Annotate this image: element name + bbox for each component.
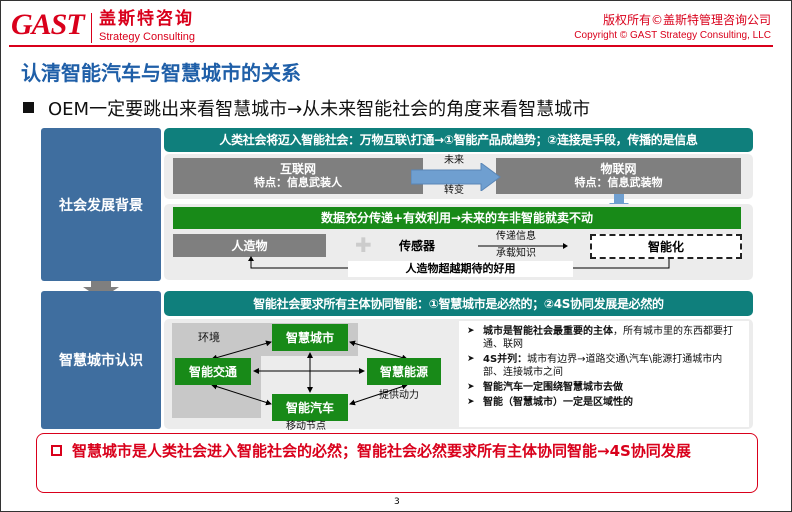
data-utilization-bar: 数据充分传递+有效利用→未来的车非智能就卖不动	[173, 207, 741, 229]
list-item: 4S并列：城市有边界→道路交通\汽车\能源打通城市内部、连接城市之间	[467, 353, 741, 379]
logo-divider	[91, 13, 92, 43]
feedback-label: 人造物超越期待的好用	[348, 261, 573, 277]
iot-box: 物联网特点：信息武装物	[496, 158, 741, 194]
page-number: 3	[394, 497, 400, 507]
brand-name-cn: 盖斯特咨询	[99, 9, 194, 29]
list-item: 智能汽车一定围绕智慧城市去做	[467, 381, 741, 394]
node-smart-city: 智慧城市	[272, 324, 348, 351]
insight-list: 城市是智能社会最重要的主体，所有城市里的东西都要打通、联网 4S并列：城市有边界…	[459, 321, 749, 427]
right-arrow-icon	[411, 163, 501, 191]
conclusion-box: 智慧城市是人类社会进入智能社会的必然；智能社会必然要求所有主体协同智能→4S协同…	[36, 433, 758, 493]
header-divider	[9, 45, 773, 47]
bullet-text: OEM一定要跳出来看智慧城市→从未来智能社会的角度来看智慧城市	[48, 99, 591, 120]
transfer-info-label: 传递信息	[496, 231, 536, 242]
down-arrow-blue-icon	[609, 194, 629, 213]
section1-header: 人类社会将迈入智能社会：万物互联\打通→①智能产品成趋势；②连接是手段，传播的是…	[164, 128, 753, 152]
node-smart-car: 智能汽车	[272, 394, 348, 421]
artifact-box: 人造物	[173, 234, 326, 257]
plus-icon: ✚	[355, 233, 372, 257]
copyright-cn: 版权所有©盖斯特管理咨询公司	[602, 13, 771, 27]
intelligence-box: 智能化	[590, 234, 742, 259]
sensor-label: 传感器	[399, 239, 436, 253]
gast-logo: GAST	[11, 8, 85, 41]
bullet-square-icon	[51, 445, 62, 456]
internet-box: 互联网特点：信息武装人	[173, 158, 423, 194]
list-item: 智能（智慧城市）一定是区域性的	[467, 396, 741, 409]
side-label-background: 社会发展背景	[41, 128, 161, 281]
section2-header: 智能社会要求所有主体协同智能：①智慧城市是必然的；②4S协同发展是必然的	[164, 291, 753, 316]
arrow-label-future: 未来	[444, 155, 464, 166]
down-arrow-icon	[83, 281, 119, 299]
conclusion-text: 智慧城市是人类社会进入智能社会的必然；智能社会必然要求所有主体协同智能→4S协同…	[72, 442, 691, 460]
list-item: 城市是智能社会最重要的主体，所有城市里的东西都要打通、联网	[467, 325, 741, 351]
side-label-smart-city: 智慧城市认识	[41, 291, 161, 429]
bullet-square-icon	[23, 102, 34, 113]
copyright-en: Copyright © GAST Strategy Consulting, LL…	[574, 30, 771, 41]
carry-knowledge-label: 承载知识	[496, 248, 536, 259]
node-smart-energy: 智慧能源	[367, 358, 441, 385]
slide-title: 认清智能汽车与智慧城市的关系	[21, 61, 301, 85]
diagram-connectors	[211, 340, 408, 406]
main-bullet: OEM一定要跳出来看智慧城市→从未来智能社会的角度来看智慧城市	[23, 99, 590, 121]
node-smart-traffic: 智能交通	[175, 358, 251, 385]
power-label: 提供动力	[379, 390, 419, 401]
brand-name-en: Strategy Consulting	[99, 31, 195, 43]
arrow-label-change: 转变	[444, 185, 464, 196]
mobile-node-label: 移动节点	[286, 421, 326, 432]
